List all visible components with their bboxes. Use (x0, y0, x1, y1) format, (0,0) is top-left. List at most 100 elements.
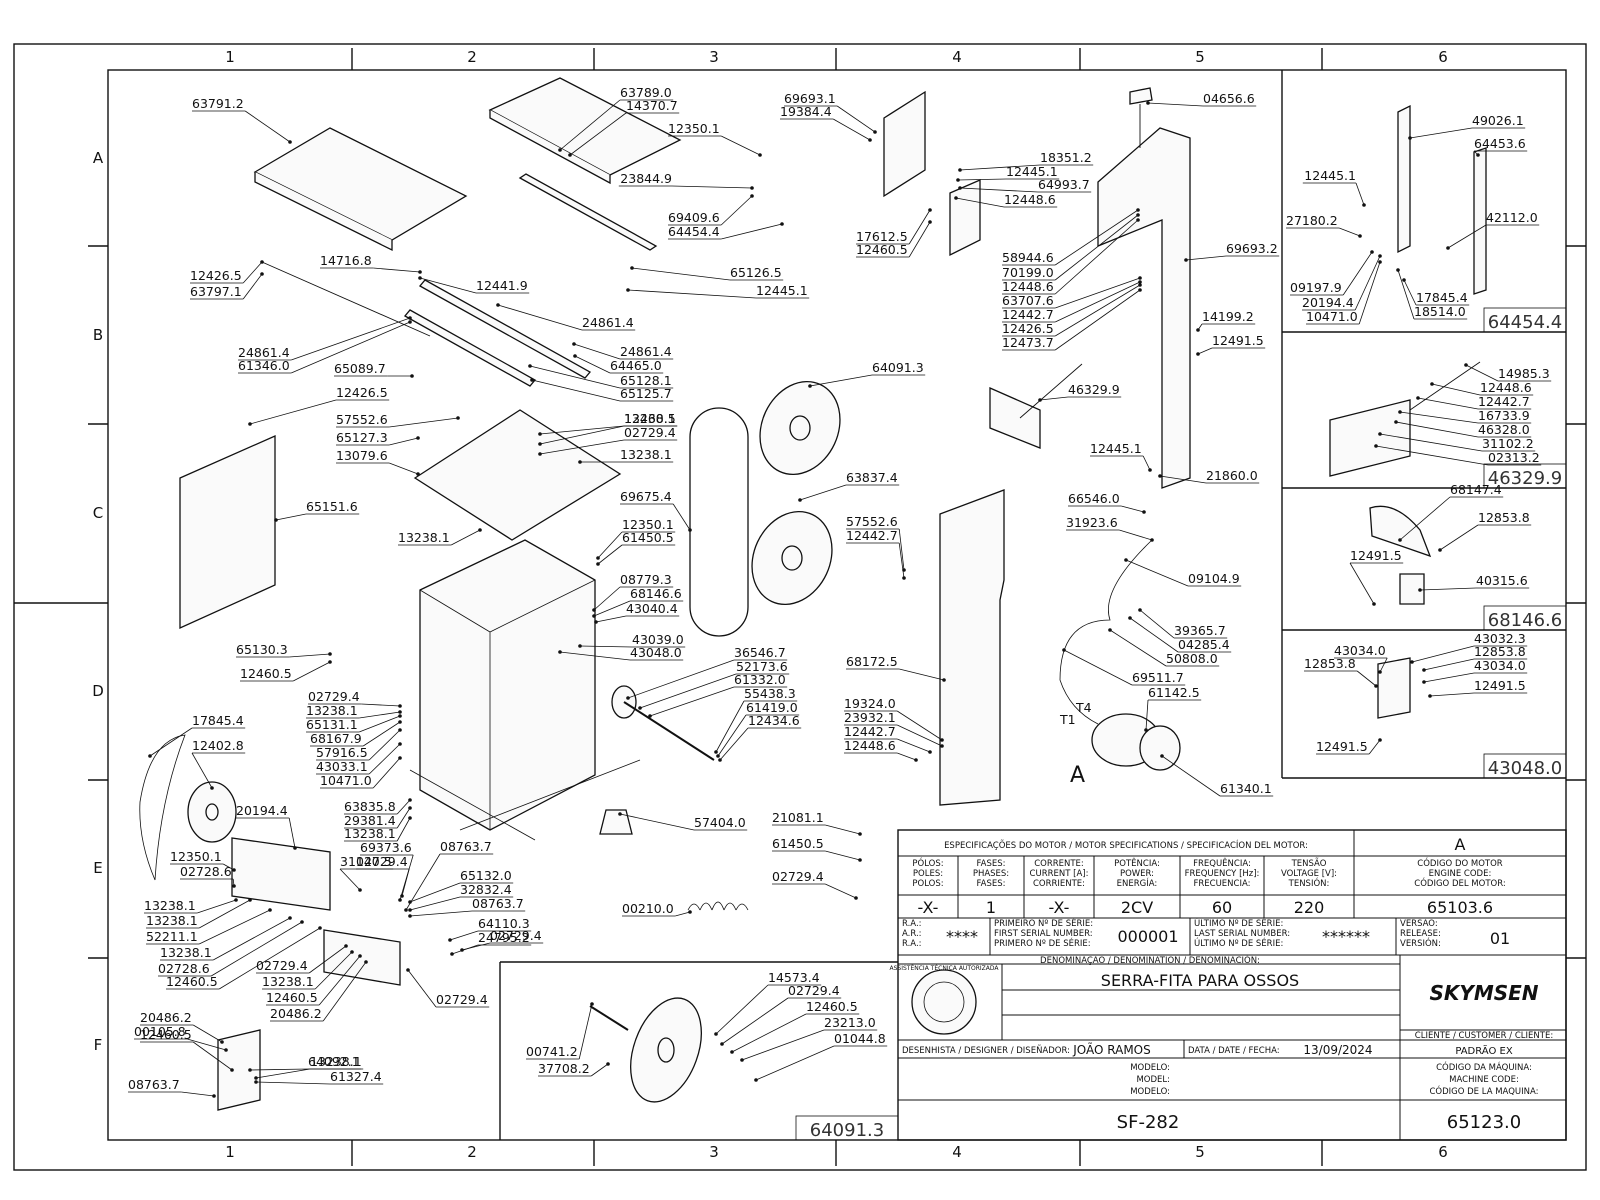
leader-dot (568, 153, 572, 157)
leader-dot (230, 1068, 234, 1072)
part-number-label: 65127.3 (336, 430, 388, 445)
leader-line (531, 379, 621, 402)
leader-dot (626, 288, 630, 292)
part-number-label: 08763.7 (128, 1077, 180, 1092)
client-label: CLIENTE / CUSTOMER / CLIENTE: (1415, 1031, 1553, 1041)
leader-dot (288, 140, 292, 144)
part-number-label: 20194.4 (1302, 295, 1354, 310)
leader-line (1429, 692, 1475, 697)
leader-dot (942, 678, 946, 682)
leader-dot (1398, 410, 1402, 414)
leader-dot (1476, 153, 1480, 157)
version-value: 01 (1490, 929, 1510, 948)
part-number-label: 65131.1 (306, 717, 358, 732)
leader-dot (408, 914, 412, 918)
grid-column-label: 1 (225, 48, 235, 66)
leader-dot (538, 442, 542, 446)
part-number-label: 29381.4 (344, 813, 396, 828)
leader-line (825, 824, 861, 835)
part-number-label: 18351.2 (1040, 150, 1092, 165)
part-number-label: 12460.5 (266, 990, 318, 1005)
part-number-label: 13238.1 (620, 447, 672, 462)
leader-line (373, 267, 421, 273)
part-number-label: 43034.0 (1334, 643, 1386, 658)
leader-dot (1398, 538, 1402, 542)
leader-dot (730, 1050, 734, 1054)
leader-dot (274, 518, 278, 522)
leader-dot (648, 714, 652, 718)
leader-dot (1378, 260, 1382, 264)
part-number-label: 63797.1 (190, 284, 242, 299)
leader-line (322, 961, 367, 1022)
part-number-label: 64993.7 (1038, 177, 1090, 192)
leader-line (1054, 209, 1139, 266)
leader-line (359, 711, 401, 719)
part-number-label: 12853.8 (1478, 510, 1530, 525)
leader-line (314, 951, 353, 990)
part-number-label: 70199.0 (1002, 265, 1054, 280)
part-number-label: 46328.0 (1478, 422, 1530, 437)
part-number-label: 64454.4 (668, 224, 720, 239)
part-number-label: 69675.4 (620, 489, 672, 504)
leader-line (1197, 347, 1213, 355)
leader-dot (398, 756, 402, 760)
motor-spec-value: -X- (1049, 898, 1070, 917)
leader-line (1054, 219, 1139, 295)
column-arm (1097, 127, 1191, 489)
motor-spec-header: CORRIENTE: (1033, 879, 1085, 889)
leader-dot (1464, 363, 1468, 367)
leader-line (593, 600, 631, 617)
part-number-label: 55438.3 (744, 686, 796, 701)
part-number-label: 12426.5 (336, 385, 388, 400)
motor (1091, 713, 1181, 771)
leader-line (368, 729, 401, 761)
leader-line (809, 374, 873, 387)
leader-dot (954, 196, 958, 200)
leader-line (825, 850, 861, 861)
part-number-label: 24861.4 (582, 315, 634, 330)
leader-dot (1372, 602, 1376, 606)
part-number-label: 57552.6 (846, 514, 898, 529)
leader-dot (1142, 510, 1146, 514)
machine-code-label: CÓDIGO DA MÁQUINA: (1436, 1061, 1532, 1073)
part-number-label: 23844.9 (620, 171, 672, 186)
leader-line (715, 700, 745, 753)
part-number-labels: 63791.263789.014370.712350.169693.119384… (128, 85, 1550, 1092)
part-number-label: 63791.2 (192, 96, 244, 111)
leader-dot (1128, 616, 1132, 620)
side-panel (179, 435, 276, 630)
leader-line (1129, 617, 1179, 653)
motor-spec-header: POTÊNCIA: (1114, 857, 1160, 869)
part-number-label: 12434.6 (748, 713, 800, 728)
part-number-label: 01044.8 (834, 1031, 886, 1046)
leader-dot (1136, 208, 1140, 212)
leader-dot (418, 270, 422, 274)
leader-line (1147, 102, 1204, 107)
leader-dot (1378, 670, 1382, 674)
leader-line (720, 195, 753, 226)
leader-line (451, 529, 481, 546)
leader-line (1368, 739, 1381, 755)
leader-dot (718, 758, 722, 762)
grid-column-label: 3 (709, 1143, 719, 1161)
leader-dot (358, 888, 362, 892)
part-number-label: 12442.7 (846, 528, 898, 543)
motor-spec-header: FREQUÊNCIA: (1193, 857, 1251, 869)
leader-line (1185, 255, 1227, 261)
leader-dot (754, 1078, 758, 1082)
leader-dot (538, 452, 542, 456)
leader-line (1054, 284, 1141, 337)
part-number-label: 21081.1 (772, 810, 824, 825)
part-number-label: 10471.0 (320, 773, 372, 788)
drawing-frame (13, 43, 1587, 1171)
leader-dot (758, 153, 762, 157)
part-number-label: 02729.4 (490, 928, 542, 943)
motor-spec-header: POLOS: (912, 879, 943, 889)
leader-line (1399, 496, 1451, 541)
leader-dot (928, 750, 932, 754)
leader-line (539, 425, 625, 435)
detail-box-label: 46329.9 (1488, 468, 1562, 489)
part-number-label: 12441.9 (476, 278, 528, 293)
part-number-label: 12473.7 (1002, 335, 1054, 350)
designer: JOÃO RAMOS (1072, 1042, 1151, 1057)
